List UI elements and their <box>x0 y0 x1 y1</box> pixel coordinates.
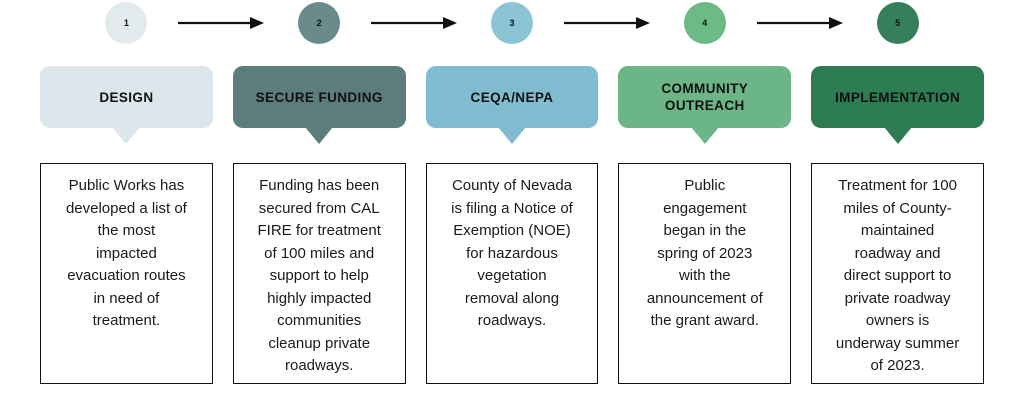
step-5-number: 5 <box>895 17 901 28</box>
step-4-number: 4 <box>702 17 708 28</box>
callout-pointer-tail <box>305 127 334 144</box>
step-1-description-box: Public Works has developed a list of the… <box>40 163 213 384</box>
step-3-number: 3 <box>509 17 515 28</box>
step-2-header-box: SECURE FUNDING <box>232 66 406 128</box>
callout-pointer-tail <box>883 127 912 144</box>
step-4-description-box: Public engagement began in the spring of… <box>618 163 792 384</box>
callout-pointer-tail <box>497 127 526 144</box>
step-2-circle-cell: 2 <box>233 2 458 44</box>
step-3-header-box: CEQA/NEPA <box>425 66 599 128</box>
step-3-description: County of Nevada is filing a Notice of E… <box>451 177 573 329</box>
step-1-circle: 1 <box>105 2 148 44</box>
step-2-circle: 2 <box>298 2 341 44</box>
step-3-circle-cell: 3 <box>426 2 650 44</box>
step-headers-row: DESIGN SECURE FUNDING CEQA/NEPA COMMUNIT… <box>40 66 984 144</box>
step-2-description-box: Funding has been secured from CAL FIRE f… <box>232 163 406 384</box>
step-2-header-label: SECURE FUNDING <box>255 89 383 105</box>
step-5-circle-cell: 5 <box>811 2 984 44</box>
step-4-header: COMMUNITY OUTREACH <box>618 66 792 144</box>
step-5-description-box: Treatment for 100 miles of County- maint… <box>811 163 984 384</box>
step-3-description-box: County of Nevada is filing a Notice of E… <box>425 163 599 384</box>
step-5-description: Treatment for 100 miles of County- maint… <box>835 177 960 374</box>
step-2-header: SECURE FUNDING <box>232 66 406 144</box>
step-3-circle: 3 <box>490 2 533 44</box>
step-descriptions-row: Public Works has developed a list of the… <box>40 163 984 384</box>
flow-arrow-icon <box>178 15 265 31</box>
step-2-number: 2 <box>316 17 322 28</box>
step-4-header-box: COMMUNITY OUTREACH <box>618 66 792 128</box>
step-3-header-label: CEQA/NEPA <box>470 89 554 105</box>
step-1-number: 1 <box>123 17 129 28</box>
step-4-header-label: COMMUNITY OUTREACH <box>661 81 749 113</box>
step-4-circle-cell: 4 <box>618 2 843 44</box>
step-5-header-label: IMPLEMENTATION <box>835 89 961 105</box>
flow-arrow-icon <box>371 15 458 31</box>
callout-pointer-tail <box>690 127 719 144</box>
step-5-header-box: IMPLEMENTATION <box>811 66 984 128</box>
step-1-header-label: DESIGN <box>99 89 154 105</box>
step-4-description: Public engagement began in the spring of… <box>646 177 763 329</box>
flow-arrow-icon <box>756 15 843 31</box>
step-2-description: Funding has been secured from CAL FIRE f… <box>257 177 381 374</box>
flow-arrow-icon <box>563 15 650 31</box>
step-circles-row: 1 2 3 4 <box>40 2 984 44</box>
step-1-header-box: DESIGN <box>40 66 213 128</box>
callout-pointer-tail <box>112 127 141 144</box>
step-5-circle: 5 <box>876 2 919 44</box>
step-1-header: DESIGN <box>40 66 213 144</box>
step-5-header: IMPLEMENTATION <box>811 66 984 144</box>
step-1-description: Public Works has developed a list of the… <box>65 177 187 329</box>
step-4-circle: 4 <box>683 2 726 44</box>
step-3-header: CEQA/NEPA <box>425 66 599 144</box>
step-1-circle-cell: 1 <box>40 2 265 44</box>
